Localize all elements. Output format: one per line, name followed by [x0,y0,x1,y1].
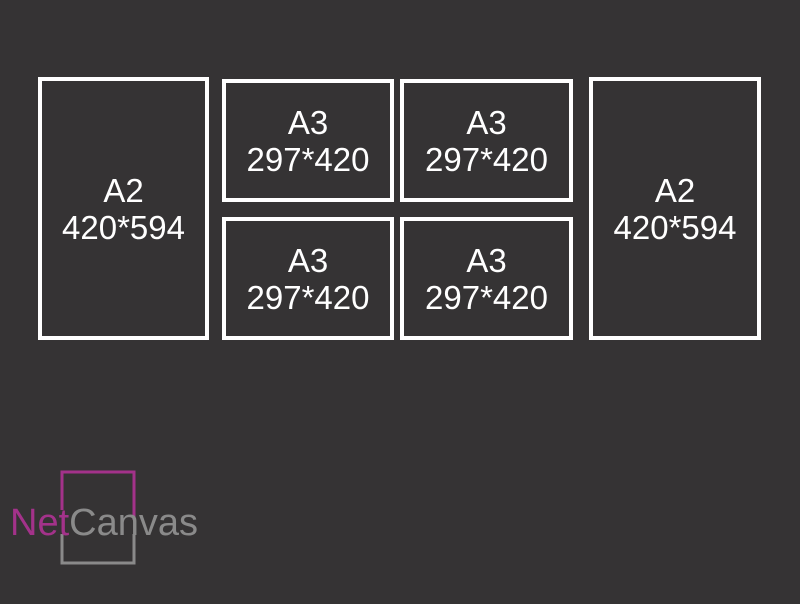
logo-text-canvas: Canvas [69,502,198,544]
frame-size-name: A3 [287,241,329,279]
frame-size-dimensions: 297*420 [246,278,370,316]
frame-size-dimensions: 297*420 [425,140,548,178]
frame-a2-right: A2 420*594 [589,77,761,340]
frame-size-name: A2 [103,171,144,209]
frame-size-dimensions: 420*594 [613,208,737,246]
frame-a3-top-right: A3 297*420 [400,79,573,202]
logo-frame-mark [60,470,136,565]
frame-a2-left: A2 420*594 [38,77,209,340]
frame-a3-top-left: A3 297*420 [222,79,394,202]
frame-a3-bottom-right: A3 297*420 [400,217,573,340]
frame-size-dimensions: 297*420 [425,278,548,316]
logo-text-net: Net [10,502,70,544]
logo-wordmark: NetCanvas [10,501,198,545]
frame-size-name: A3 [287,103,329,141]
frame-size-dimensions: 297*420 [246,140,370,178]
frame-size-dimensions: 420*594 [62,208,185,246]
frame-size-name: A3 [466,103,507,141]
netcanvas-logo: NetCanvas [8,470,208,570]
frame-size-name: A2 [654,171,696,209]
frame-a3-bottom-left: A3 297*420 [222,217,394,340]
frame-size-name: A3 [466,241,507,279]
